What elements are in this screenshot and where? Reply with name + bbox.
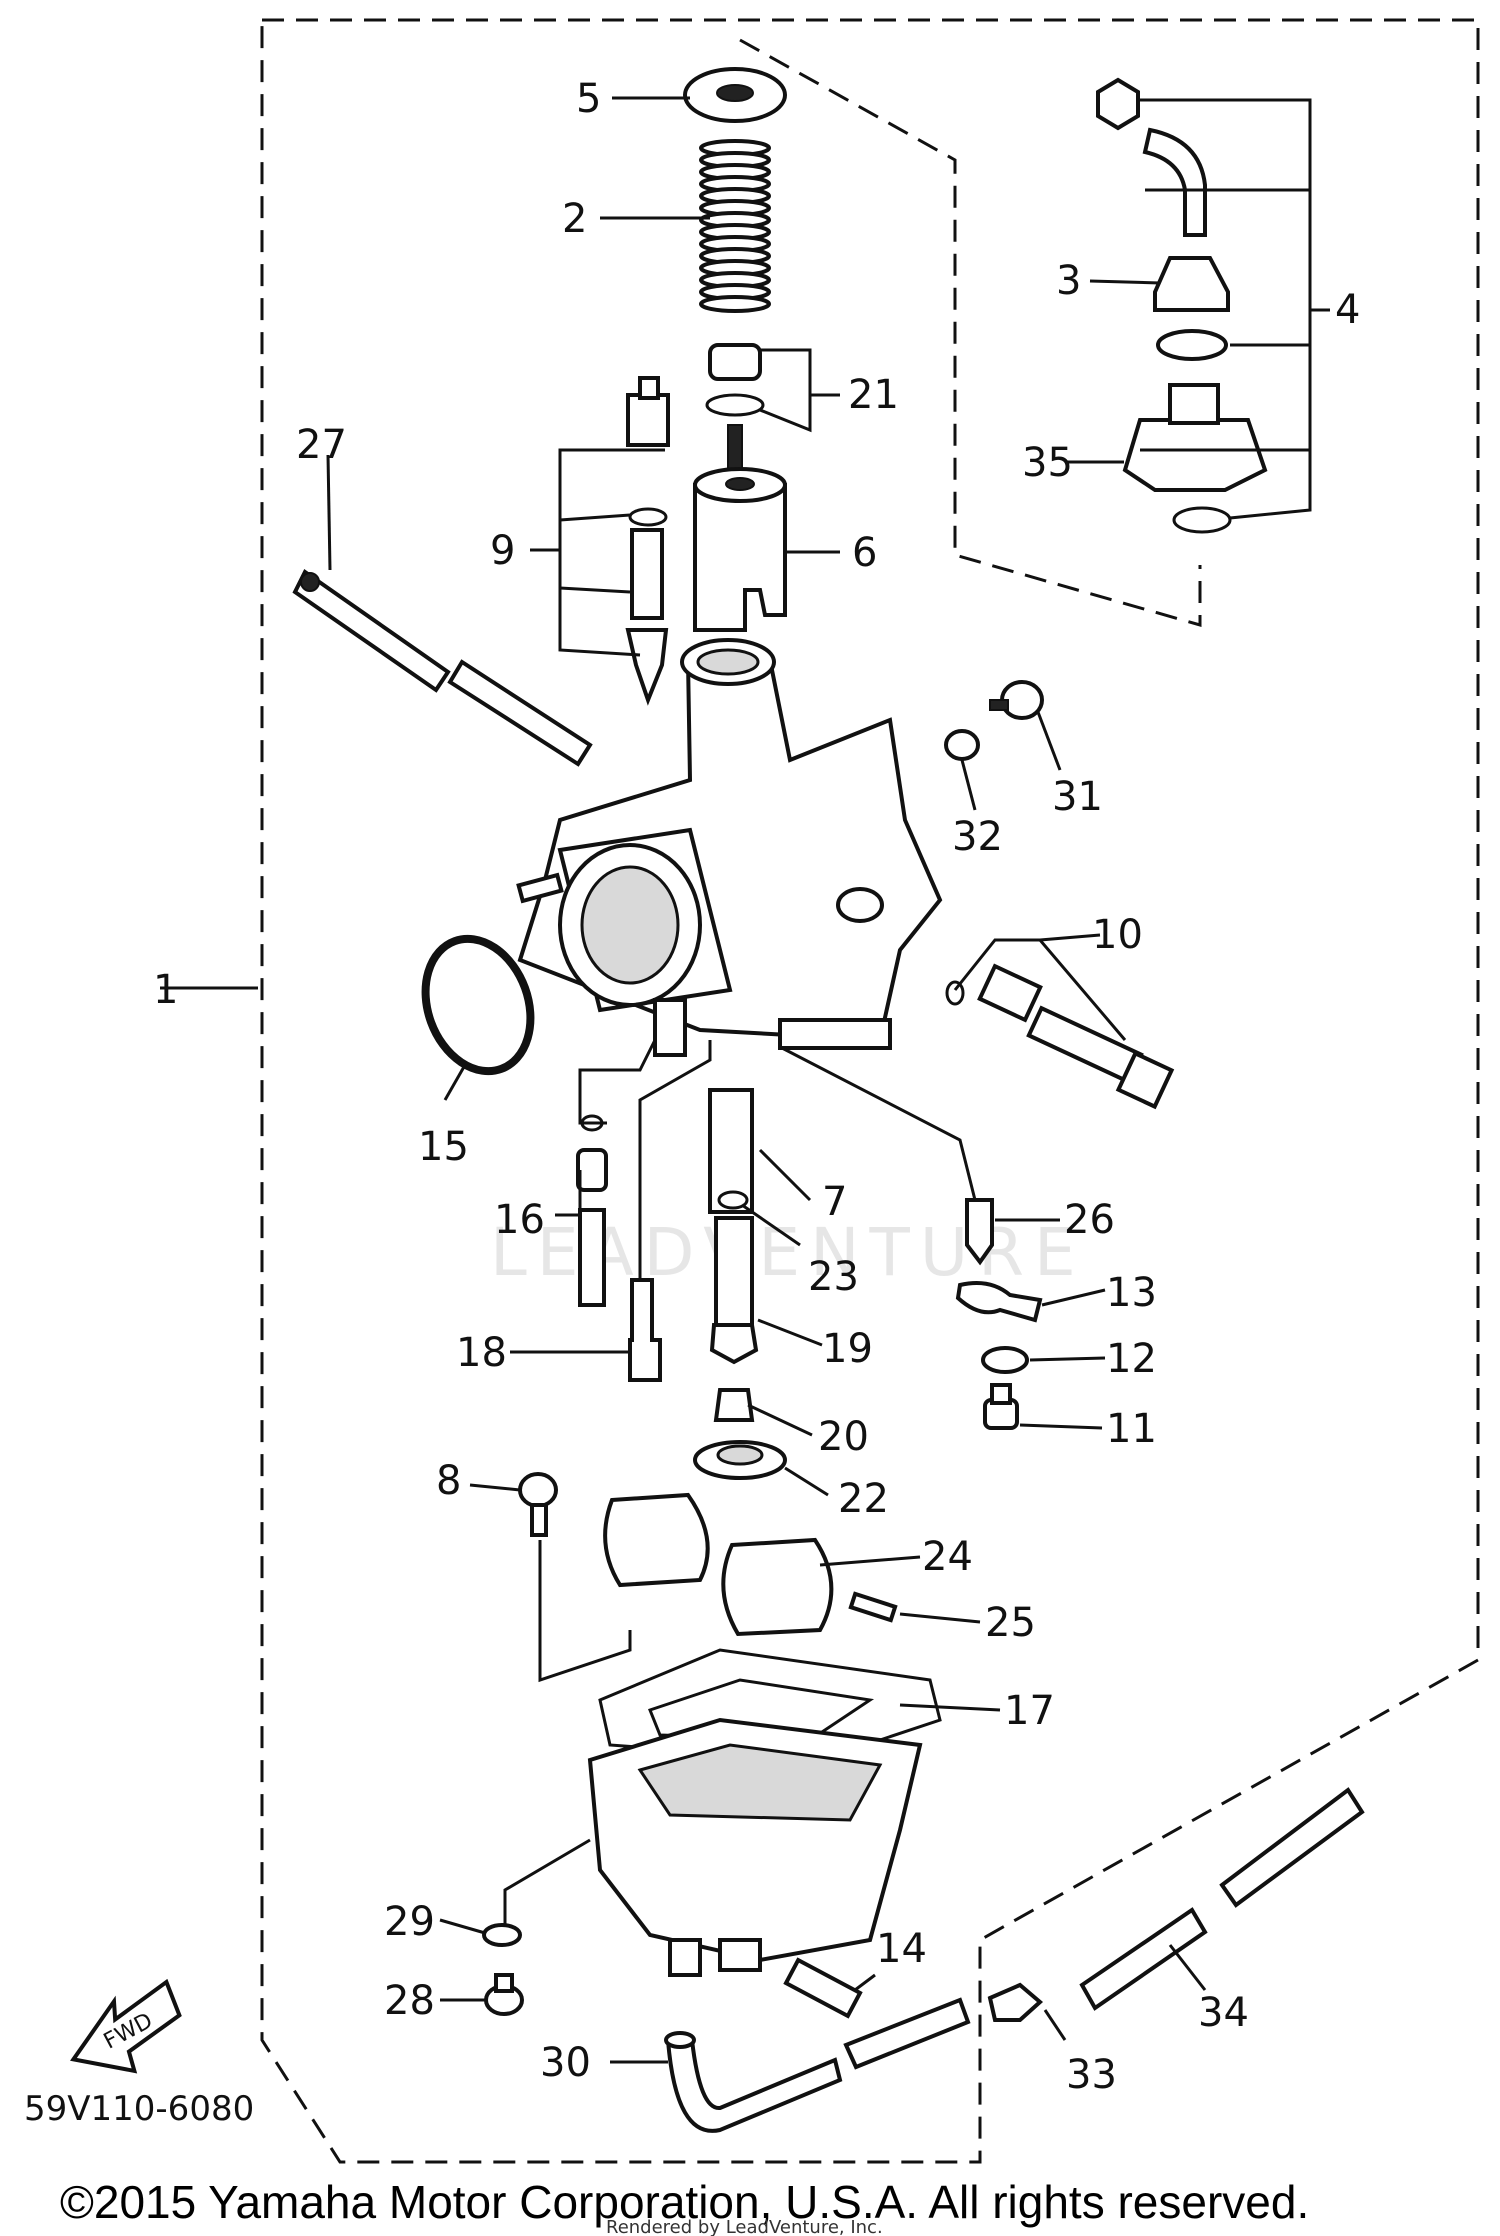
part-15-o-ring: [421, 934, 535, 1076]
part-14-drain-screw: [783, 1957, 863, 2019]
part-26-float-valve: [965, 1198, 994, 1266]
callout-23: 23: [808, 1254, 859, 1300]
part-4-cap-set: [1096, 77, 1268, 534]
callout-28: 28: [384, 1978, 435, 2024]
callout-2: 2: [562, 196, 587, 242]
callout-35: 35: [1022, 440, 1073, 486]
part-29-washer: [482, 1923, 522, 1947]
fwd-arrow-icon: FWD: [70, 1978, 182, 2074]
callout-15: 15: [418, 1124, 469, 1170]
part-31-screw: [989, 680, 1044, 720]
callout-33: 33: [1066, 2052, 1117, 2098]
part-20-main-jet: [713, 1388, 755, 1422]
part-12-washer: [981, 1346, 1029, 1374]
part-16-needle-set: [576, 1114, 608, 1307]
part-2-spring: [699, 139, 771, 313]
rendered-by-text: Rendered by LeadVenture, Inc.: [606, 2217, 883, 2236]
callout-18: 18: [456, 1330, 507, 1376]
part-11-screw: [983, 1383, 1019, 1430]
leader-lines: [160, 96, 1330, 2064]
callout-10: 10: [1092, 912, 1143, 958]
part-33-fitting: [987, 1982, 1044, 2022]
part-21-needle-holder: [705, 343, 765, 481]
callout-11: 11: [1106, 1406, 1157, 1452]
callout-21: 21: [848, 372, 899, 418]
part-18-pilot-jet: [628, 1278, 662, 1382]
callout-22: 22: [838, 1476, 889, 1522]
callout-14: 14: [876, 1926, 927, 1972]
callout-13: 13: [1106, 1270, 1157, 1316]
part-7-needle-jet: [708, 1088, 754, 1214]
callout-29: 29: [384, 1899, 435, 1945]
diagram-code: 59V110-6080: [24, 2089, 254, 2129]
part-17-gasket: [598, 1648, 942, 1762]
part-10-pilot-screw: [945, 963, 1175, 1110]
part-19-main-nozzle: [709, 1216, 759, 1365]
callout-4: 4: [1335, 287, 1360, 333]
callout-17: 17: [1004, 1688, 1055, 1734]
callout-25: 25: [985, 1600, 1036, 1646]
callout-12: 12: [1106, 1336, 1157, 1382]
part-24-float: [603, 1492, 834, 1637]
callout-7: 7: [822, 1179, 847, 1225]
part-22-baffle: [693, 1440, 787, 1480]
callout-6: 6: [852, 530, 877, 576]
assembly-boundary: [260, 18, 1480, 2164]
callout-30: 30: [540, 2040, 591, 2086]
callout-9: 9: [490, 528, 515, 574]
callout-8: 8: [436, 1458, 461, 1504]
callout-31: 31: [1052, 774, 1103, 820]
link-line-top: [739, 38, 1202, 627]
callout-5: 5: [576, 76, 601, 122]
part-23-o-ring: [717, 1190, 749, 1210]
copyright-text: ©2015 Yamaha Motor Corporation, U.S.A. A…: [60, 2176, 1309, 2228]
part-1-carburetor-body: [516, 638, 943, 1057]
part-34-hose: [1079, 1787, 1365, 2011]
part-25-pin: [848, 1591, 898, 1623]
callout-3: 3: [1056, 258, 1081, 304]
part-28-drain-screw: [484, 1973, 524, 2016]
callout-1: 1: [153, 967, 178, 1013]
callout-19: 19: [822, 1326, 873, 1372]
float-bowl: [587, 1717, 923, 1977]
callout-27: 27: [296, 422, 347, 468]
callout-26: 26: [1064, 1197, 1115, 1243]
part-9-starter-plunger: [625, 376, 670, 706]
part-8-screw: [518, 1472, 558, 1537]
part-13-plate: [955, 1281, 1043, 1323]
callout-20: 20: [818, 1414, 869, 1460]
part-27-pipe: [292, 569, 593, 767]
callout-24: 24: [922, 1534, 973, 1580]
callout-32: 32: [952, 814, 1003, 860]
callout-16: 16: [494, 1197, 545, 1243]
callout-34: 34: [1198, 1990, 1249, 2036]
part-5-washer: [683, 67, 787, 123]
spring-coil: [699, 295, 771, 313]
part-6-throttle-valve: [693, 467, 787, 632]
part-32-washer: [944, 729, 980, 761]
part-30-hose: [664, 1997, 971, 2133]
